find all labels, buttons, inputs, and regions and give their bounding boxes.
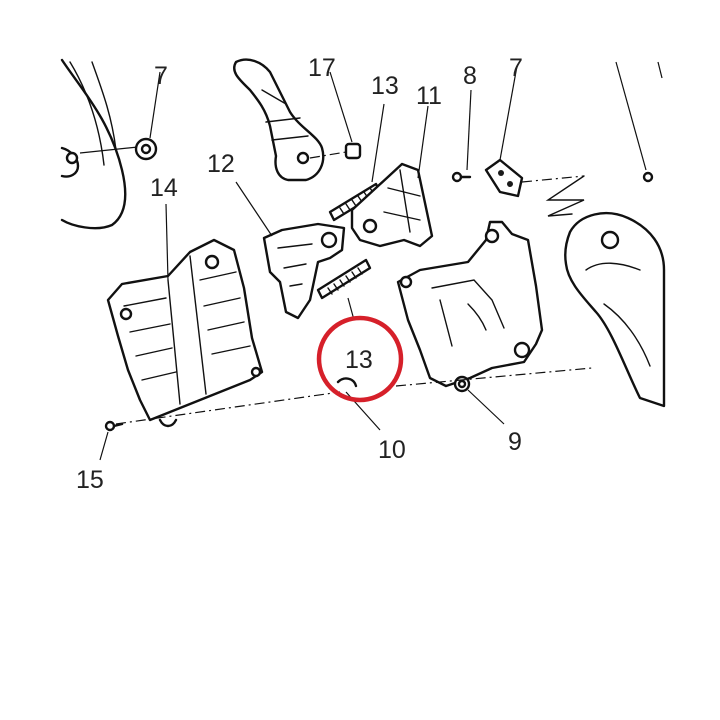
part-10-leader xyxy=(336,377,381,431)
callout-15: 15 xyxy=(76,466,104,494)
callout-13-circled: 13 xyxy=(345,346,373,374)
assembly-axis xyxy=(115,367,593,425)
screw-8-part xyxy=(451,89,472,183)
bolt-15-part xyxy=(99,420,124,461)
highlight-ring xyxy=(316,315,404,403)
callout-8: 8 xyxy=(463,62,477,90)
callout-12: 12 xyxy=(207,150,235,178)
callout-11: 11 xyxy=(416,82,442,110)
callout-13-upper: 13 xyxy=(371,72,399,100)
callout-17: 17 xyxy=(308,54,336,82)
stud-lower-part xyxy=(316,258,372,321)
upper-arm-part xyxy=(233,58,325,182)
left-leg-part xyxy=(60,58,139,230)
clip-7-part xyxy=(484,65,585,217)
right-frame-part xyxy=(564,211,666,408)
cover-9-part xyxy=(396,220,544,425)
washer-part xyxy=(134,71,161,161)
callout-7-right: 7 xyxy=(509,54,523,82)
screw-right-part xyxy=(615,61,663,183)
bracket-12-part xyxy=(235,181,346,320)
housing-14-part xyxy=(106,203,264,428)
callout-14: 14 xyxy=(150,174,178,202)
pin-part xyxy=(309,71,362,160)
callout-7-left: 7 xyxy=(154,62,168,90)
bracket-11-part xyxy=(350,105,434,248)
callout-10: 10 xyxy=(378,436,406,464)
callout-9: 9 xyxy=(508,428,522,456)
